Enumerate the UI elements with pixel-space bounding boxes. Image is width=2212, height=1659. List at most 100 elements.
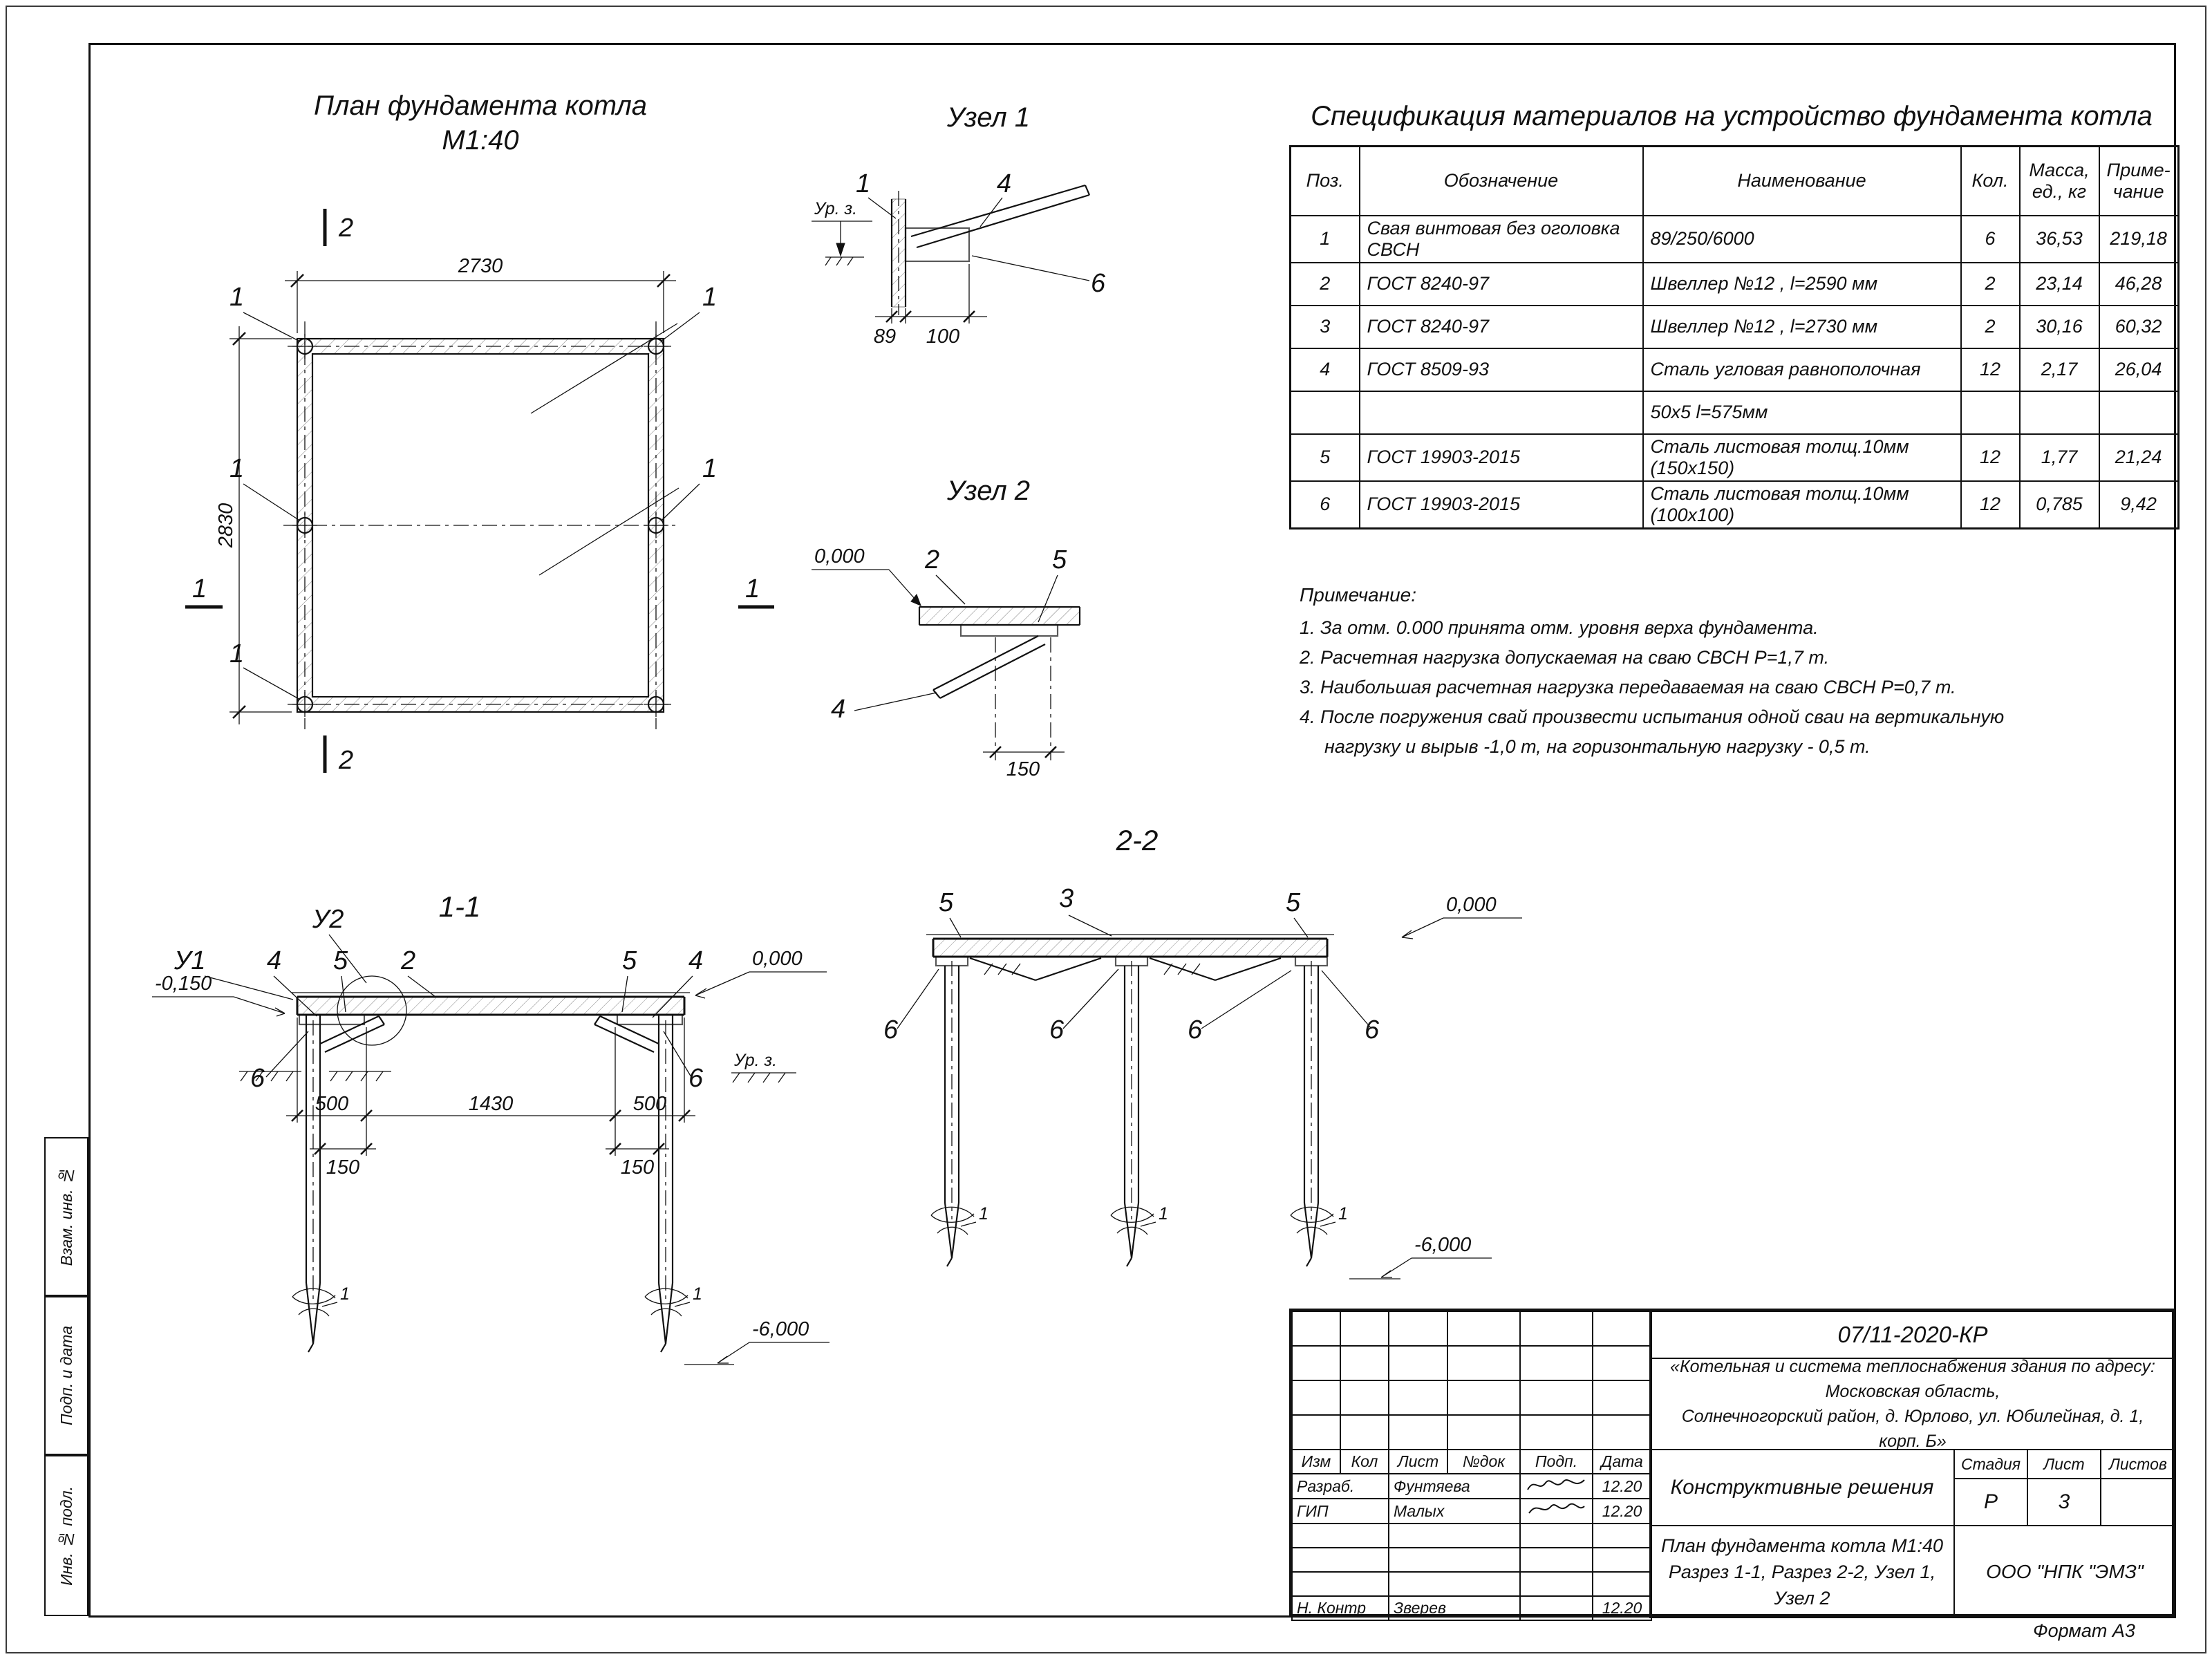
spec-title: Спецификация материалов на устройство фу… <box>1311 101 2153 131</box>
callout-5: 5 <box>939 888 954 917</box>
signature <box>1528 1503 1585 1514</box>
spec-row: 5 ГОСТ 19903-2015 Сталь листовая толщ.10… <box>1289 433 2180 482</box>
drawing-frame <box>88 43 2176 1618</box>
tb-columns-row: Изм Кол Лист №док Подп. Дата <box>1291 1449 1652 1474</box>
spec-col-mass: Масса, ед., кг <box>2018 145 2100 216</box>
callout-u1: У1 <box>174 946 205 975</box>
node1-callouts: 1 4 6 <box>856 169 1106 298</box>
stamp-label: Подп. и дата <box>57 1326 75 1425</box>
tb-project-line2: Солнечногорский район, д. Юрлово, ул. Юб… <box>1681 1407 2144 1451</box>
section-1-mark-right: 1 <box>745 574 760 603</box>
spec-row: 3 ГОСТ 8240-97 Швеллер №12 , l=2730 мм 2… <box>1289 304 2180 349</box>
dim-89: 89 <box>874 326 896 348</box>
tb-person-row <box>1291 1547 1652 1573</box>
plan-title: План фундамента котла М1:40 <box>290 88 671 158</box>
tb-sheets-value <box>2100 1478 2176 1526</box>
dim-1430: 1430 <box>469 1093 514 1115</box>
dim-150: 150 <box>621 1156 654 1179</box>
s22-pile-2: 1 <box>1110 961 1168 1267</box>
callout-pile-1: 1 <box>229 283 244 312</box>
spec-row: 4 ГОСТ 8509-93 Сталь угловая равнополочн… <box>1289 347 2180 392</box>
tb-sheet-value: 3 <box>2027 1478 2101 1526</box>
tb-person-row <box>1291 1571 1652 1597</box>
tb-person-row <box>1291 1523 1652 1548</box>
stamp-podp-data: Подп. и дата <box>44 1296 88 1455</box>
callout-6: 6 <box>688 1064 704 1093</box>
note-line: 3. Наибольшая расчетная нагрузка передав… <box>1300 677 1956 697</box>
callout-6: 6 <box>1091 269 1106 298</box>
plan-view: 2730 2830 <box>185 209 774 775</box>
dim-100: 100 <box>926 326 959 348</box>
s11-dims: 500 1430 500 150 150 <box>286 1018 695 1179</box>
node2-callouts: 2 5 4 <box>831 545 1067 724</box>
node1-bracket <box>904 184 1091 263</box>
callout-2: 2 <box>924 545 939 574</box>
tb-date: 12.20 <box>1592 1473 1652 1499</box>
tb-content-line1: План фундамента котла М1:40 <box>1661 1535 1943 1556</box>
tb-stage-label: Стадия <box>1953 1449 2028 1479</box>
notes-block: Примечание: 1. За отм. 0.000 принята отм… <box>1300 584 2177 762</box>
callout-4: 4 <box>688 946 703 975</box>
tb-sheet-label: Лист <box>2027 1449 2101 1479</box>
node1-detail: 1 4 6 Ур. з. <box>812 169 1106 348</box>
tb-person-row: ГИП Малых 12.20 <box>1291 1498 1652 1524</box>
callout-pile-1: 1 <box>693 1284 702 1304</box>
ground-level-label: Ур. з. <box>733 1051 777 1070</box>
tb-col-izm: Изм <box>1291 1449 1341 1474</box>
callout-3: 3 <box>1059 884 1074 913</box>
callout-pile-1: 1 <box>340 1284 350 1304</box>
callout-pile-1: 1 <box>1338 1204 1348 1224</box>
stamp-vzam-inv: Взам. инв. № <box>44 1137 88 1296</box>
s22-pile-1: 1 <box>930 961 988 1267</box>
plan-dim-2730: 2730 <box>458 255 503 277</box>
tb-doc-type: Конструктивные решения <box>1649 1449 1955 1526</box>
tb-signature-cell <box>1519 1498 1593 1524</box>
section-1-mark-left: 1 <box>192 574 207 603</box>
elevation-0000: 0,000 <box>1446 894 1497 916</box>
title-block-left: Изм Кол Лист №док Подп. Дата Разраб. Фун… <box>1291 1311 1652 1621</box>
node1-dims: 89 100 <box>874 264 987 348</box>
plan-title-scale: М1:40 <box>442 125 519 156</box>
callout-4: 4 <box>997 169 1011 198</box>
tb-name: Фунтяева <box>1388 1473 1521 1499</box>
s22-elevations: 0,000 -6,000 <box>1349 894 1522 1280</box>
callout-6: 6 <box>1365 1015 1380 1044</box>
plan-dim-width-group: 2730 <box>285 255 676 333</box>
node2-brace <box>932 635 1046 699</box>
tb-col-kol: Кол <box>1340 1449 1389 1474</box>
callout-5: 5 <box>622 946 637 975</box>
spec-row: 1 Свая винтовая без оголовка СВСН 89/250… <box>1289 214 2180 263</box>
s11-connections <box>298 975 684 1053</box>
spec-col-pos: Поз. <box>1289 145 1360 216</box>
cell: 36,53 <box>2018 214 2100 263</box>
tb-name: Малых <box>1388 1498 1521 1524</box>
callout-5: 5 <box>1286 888 1301 917</box>
tb-col-list: Лист <box>1388 1449 1448 1474</box>
spec-col-designation: Обозначение <box>1358 145 1644 216</box>
tb-content-line2: Разрез 1-1, Разрез 2-2, Узел 1, Узел 2 <box>1668 1561 1936 1609</box>
s22-beam <box>926 934 1334 982</box>
tb-project: «Котельная и система теплоснабжения здан… <box>1649 1357 2176 1451</box>
section-2-mark-top: 2 <box>338 214 353 243</box>
signature <box>1527 1479 1585 1490</box>
elevation-minus-6000: -6,000 <box>1414 1234 1471 1256</box>
section-1-1-title: 1-1 <box>438 890 481 923</box>
callout-4: 4 <box>267 946 281 975</box>
callout-5: 5 <box>333 946 348 975</box>
section-1-1: У2 У1 4 5 2 5 4 6 6 0,000 -0,150 <box>152 905 830 1365</box>
callout-pile-1: 1 <box>702 454 717 483</box>
tb-signature-cell <box>1519 1473 1593 1499</box>
format-label: Формат А3 <box>2033 1620 2135 1641</box>
node2-title: Узел 2 <box>946 476 1031 506</box>
plan-pile-callouts: 1 1 1 1 1 <box>229 283 717 700</box>
callout-6: 6 <box>883 1015 899 1044</box>
tb-content: План фундамента котла М1:40 Разрез 1-1, … <box>1649 1525 1955 1618</box>
node1-ground-level: Ур. з. <box>812 199 872 266</box>
spec-col-name: Наименование <box>1642 145 1962 216</box>
plan-foundation-frame <box>283 321 679 729</box>
section-2-mark-bottom: 2 <box>338 746 353 775</box>
note-line: 4. После погружения свай произвести испы… <box>1300 706 2005 727</box>
node2-dim-150: 150 <box>983 637 1065 780</box>
s11-elevations: 0,000 -0,150 -6,000 Ур. з. <box>152 948 830 1365</box>
